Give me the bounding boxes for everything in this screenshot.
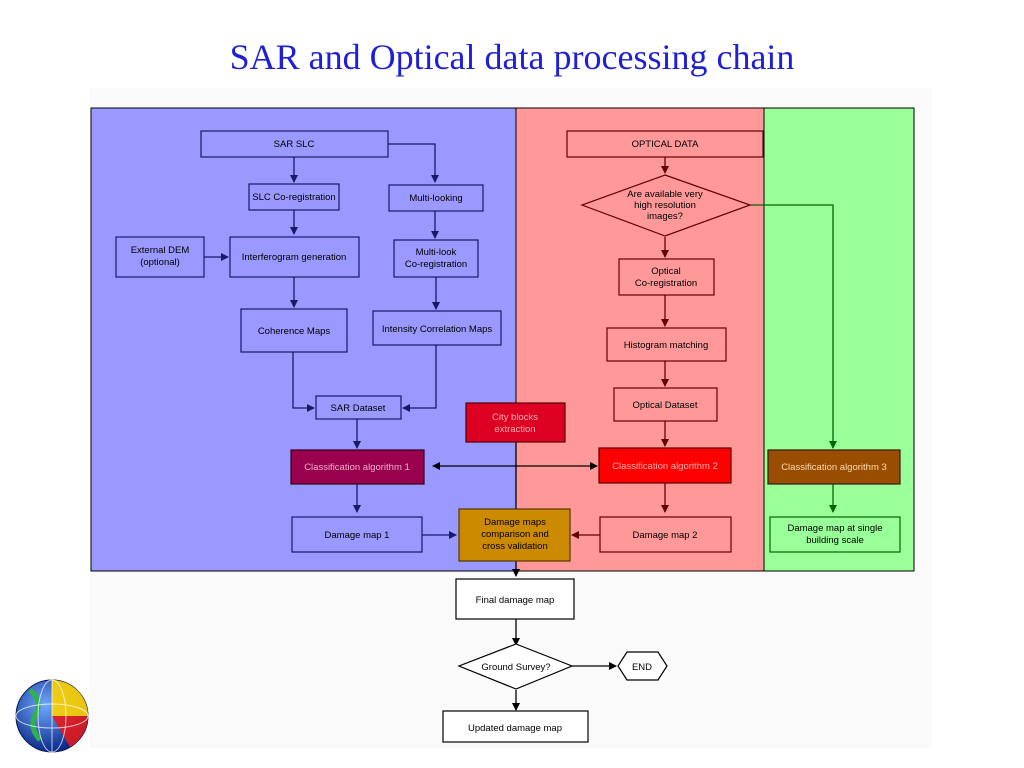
svg-text:Damage map 1: Damage map 1 xyxy=(325,530,390,541)
svg-text:Damage maps: Damage maps xyxy=(484,517,546,528)
node-intensity-correlation-maps: Intensity Correlation Maps xyxy=(372,310,502,346)
svg-text:Optical Dataset: Optical Dataset xyxy=(633,400,698,411)
node-end: END xyxy=(617,651,668,681)
svg-text:Classification algorithm 3: Classification algorithm 3 xyxy=(781,462,887,473)
svg-text:SAR SLC: SAR SLC xyxy=(274,139,315,150)
node-ground-survey-question: Ground Survey? xyxy=(457,643,574,690)
node-interferogram-generation: Interferogram generation xyxy=(229,236,360,278)
node-external-dem: External DEM (optional) xyxy=(115,236,205,278)
svg-text:END: END xyxy=(632,662,652,673)
svg-text:images?: images? xyxy=(647,211,683,222)
svg-text:building scale: building scale xyxy=(806,535,864,546)
svg-text:Ground Survey?: Ground Survey? xyxy=(481,662,550,673)
node-optical-dataset: Optical Dataset xyxy=(613,387,718,422)
node-optical-data: OPTICAL DATA xyxy=(566,130,764,158)
node-damage-map-2: Damage map 2 xyxy=(599,516,732,553)
svg-text:Final damage map: Final damage map xyxy=(476,595,555,606)
svg-text:Coherence Maps: Coherence Maps xyxy=(258,326,331,337)
node-slc-coregistration: SLC Co-registration xyxy=(248,183,340,211)
node-multilook-coregistration: Multi-look Co-registration xyxy=(393,239,479,278)
node-final-damage-map: Final damage map xyxy=(455,578,575,620)
node-classification-algorithm-3: Classification algorithm 3 xyxy=(767,449,901,485)
svg-text:extraction: extraction xyxy=(494,424,535,435)
svg-text:Damage map 2: Damage map 2 xyxy=(633,530,698,541)
svg-text:SLC Co-registration: SLC Co-registration xyxy=(252,192,335,203)
svg-text:high resolution: high resolution xyxy=(634,200,696,211)
svg-text:Co-registration: Co-registration xyxy=(635,278,697,289)
svg-text:Intensity Correlation Maps: Intensity Correlation Maps xyxy=(382,324,493,335)
svg-text:(optional): (optional) xyxy=(140,257,180,268)
node-sar-dataset: SAR Dataset xyxy=(315,395,402,420)
svg-text:Optical: Optical xyxy=(651,266,681,277)
green-panel xyxy=(763,107,915,572)
svg-text:External DEM: External DEM xyxy=(131,245,190,256)
svg-text:Interferogram generation: Interferogram generation xyxy=(242,252,347,263)
node-coherence-maps: Coherence Maps xyxy=(240,308,348,353)
node-classification-algorithm-1: Classification algorithm 1 xyxy=(290,449,425,485)
node-sar-slc: SAR SLC xyxy=(200,130,389,158)
node-damage-maps-comparison: Damage maps comparison and cross validat… xyxy=(458,508,571,562)
node-updated-damage-map: Updated damage map xyxy=(442,710,589,743)
node-damage-map-building-scale: Damage map at single building scale xyxy=(769,516,901,553)
svg-text:Multi-looking: Multi-looking xyxy=(409,193,462,204)
node-damage-map-1: Damage map 1 xyxy=(291,516,423,553)
node-classification-algorithm-2: Classification algorithm 2 xyxy=(598,447,732,484)
svg-text:Multi-look: Multi-look xyxy=(416,247,457,258)
node-multilooking: Multi-looking xyxy=(388,184,484,212)
globe-logo-icon xyxy=(15,679,89,753)
svg-text:Damage map at single: Damage map at single xyxy=(787,523,882,534)
svg-text:comparison and: comparison and xyxy=(481,529,549,540)
svg-text:Co-registration: Co-registration xyxy=(405,259,467,270)
node-histogram-matching: Histogram matching xyxy=(606,327,727,362)
svg-text:Classification algorithm 2: Classification algorithm 2 xyxy=(612,461,718,472)
svg-text:Histogram matching: Histogram matching xyxy=(624,340,708,351)
svg-text:OPTICAL DATA: OPTICAL DATA xyxy=(632,139,700,150)
node-city-blocks-extraction: City blocks extraction xyxy=(465,402,566,443)
page-title: SAR and Optical data processing chain xyxy=(229,37,795,77)
svg-text:Are available very: Are available very xyxy=(627,189,703,200)
node-vhr-images-question: Are available very high resolution image… xyxy=(580,174,752,237)
node-optical-coregistration: Optical Co-registration xyxy=(618,258,715,296)
svg-text:Classification algorithm 1: Classification algorithm 1 xyxy=(304,462,410,473)
svg-text:cross validation: cross validation xyxy=(482,541,547,552)
svg-text:SAR Dataset: SAR Dataset xyxy=(331,403,386,414)
svg-text:Updated damage map: Updated damage map xyxy=(468,723,562,734)
svg-text:City blocks: City blocks xyxy=(492,412,538,423)
